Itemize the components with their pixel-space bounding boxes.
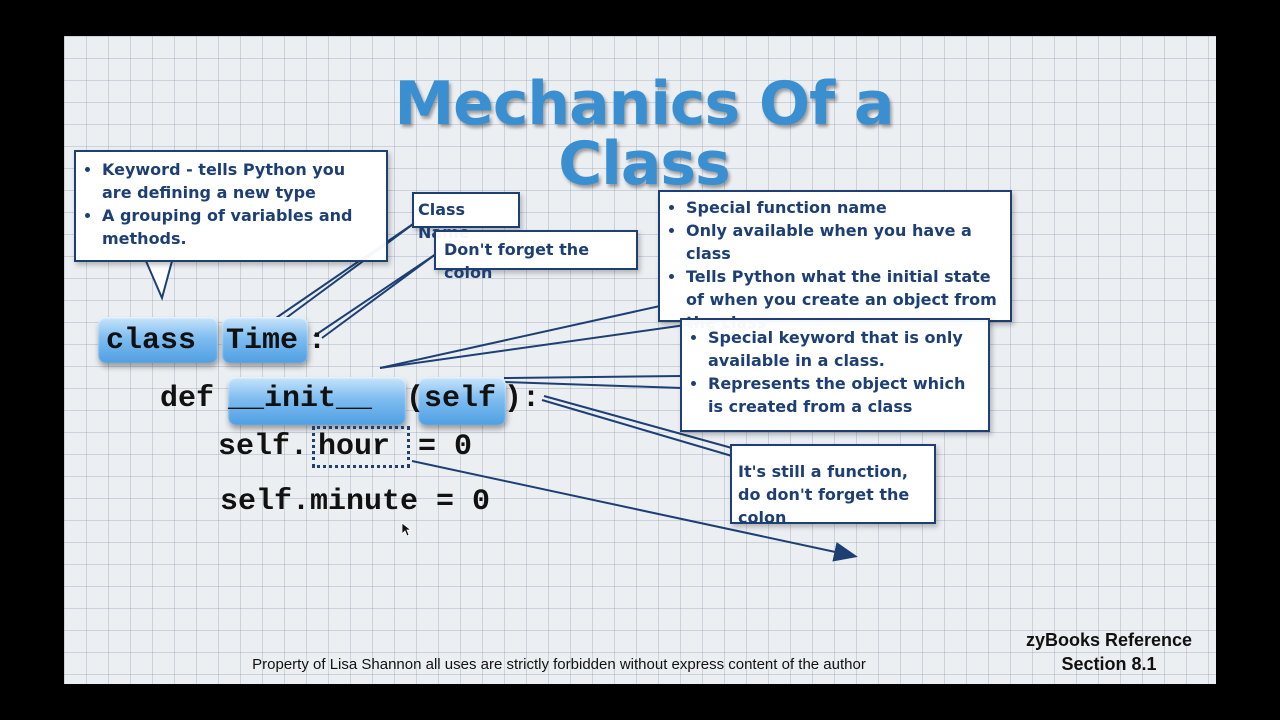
callout-function-colon: It's still a function, do don't forget t… xyxy=(730,444,936,527)
code-line3-prefix: self. xyxy=(218,430,309,464)
colon-line xyxy=(313,253,437,337)
zybooks-reference: zyBooks Reference Section 8.1 xyxy=(1009,628,1209,676)
slide-title: Mechanics Of a Class xyxy=(394,69,894,199)
callout-function-colon-text: It's still a function, do don't forget t… xyxy=(738,462,910,527)
code-class-name: Time xyxy=(226,324,299,358)
mouse-cursor-icon xyxy=(402,523,412,537)
zybooks-reference-line: Section 8.1 xyxy=(1061,654,1157,674)
connector-lines xyxy=(145,221,858,562)
keyword-pointer xyxy=(145,260,173,302)
code-colon: : xyxy=(308,324,327,358)
callout-self-keyword-item: Represents the object which is created f… xyxy=(708,372,980,418)
callout-self-keyword: Special keyword that is only available i… xyxy=(680,318,990,432)
callout-self-keyword-item: Special keyword that is only available i… xyxy=(708,326,980,372)
code-class-kw: class xyxy=(106,324,197,358)
code-line3-suffix: = 0 xyxy=(400,430,473,464)
callout-colon: Don't forget the colon xyxy=(434,230,638,282)
callout-keyword-item: A grouping of variables and methods. xyxy=(102,204,378,250)
special-func-line-2 xyxy=(379,320,715,369)
code-init: __init__ xyxy=(228,382,373,416)
self-kw-line xyxy=(503,375,683,379)
highlight-init xyxy=(228,377,406,425)
hour-dotted-box xyxy=(312,426,410,468)
func-colon-line xyxy=(543,395,733,449)
slide: Mechanics Of a Class xyxy=(64,36,1216,684)
hour-arrow xyxy=(411,460,858,562)
callout-special-function: Special function name Only available whe… xyxy=(658,190,1012,332)
callout-keyword: Keyword - tells Python you are defining … xyxy=(74,150,388,262)
code-paren-open: ( xyxy=(406,382,425,416)
code-paren-close: ): xyxy=(504,382,541,416)
colon-line-2 xyxy=(321,253,437,339)
code-self-param: self xyxy=(424,382,497,416)
func-colon-line-2 xyxy=(541,399,733,457)
class-name-line-2 xyxy=(285,221,417,319)
code-def-kw: def xyxy=(160,382,215,416)
self-kw-line-2 xyxy=(503,381,683,389)
callout-class-name: Class Name xyxy=(412,192,520,242)
callout-special-function-item: Tells Python what the initial state of w… xyxy=(686,265,1002,334)
callout-special-function-item: Only available when you have a class xyxy=(686,219,1002,265)
zybooks-reference-line: zyBooks Reference xyxy=(1025,630,1193,650)
highlight-self xyxy=(418,377,506,425)
callout-colon-text: Don't forget the colon xyxy=(444,240,590,282)
highlight-class-name xyxy=(222,317,308,363)
code-hour: hour xyxy=(318,430,391,464)
highlight-class-kw xyxy=(98,317,218,363)
special-func-line xyxy=(379,305,661,369)
copyright-footer: Property of Lisa Shannon all uses are st… xyxy=(252,656,866,673)
callout-keyword-item: Keyword - tells Python you are defining … xyxy=(102,158,378,204)
code-line4: self.minute = 0 xyxy=(220,485,491,519)
callout-special-function-item: Special function name xyxy=(686,196,1002,219)
